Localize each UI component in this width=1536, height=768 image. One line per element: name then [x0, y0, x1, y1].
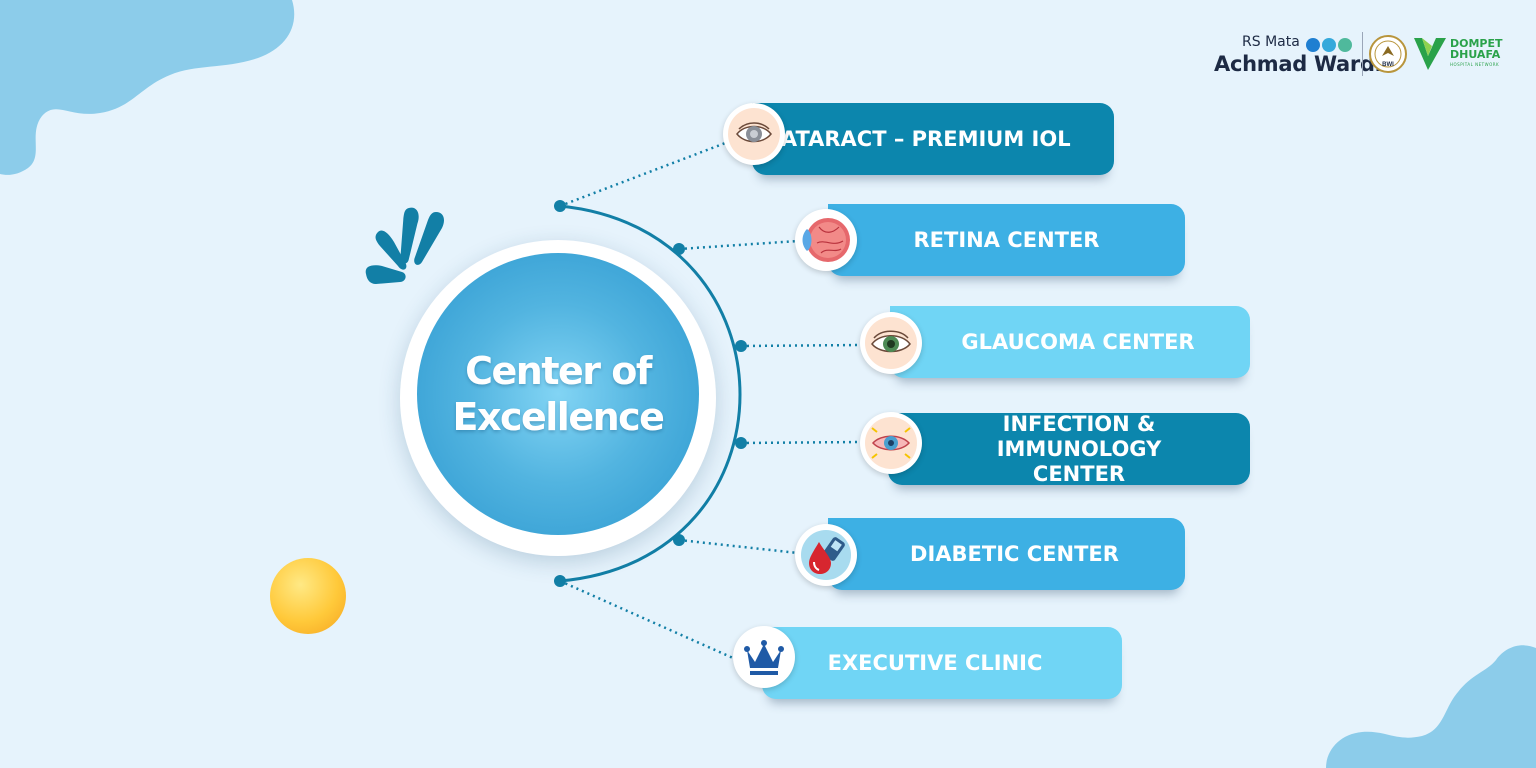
eye-cataract-icon: [723, 103, 785, 165]
connector-line-1: [559, 140, 729, 208]
service-label-diabetic: DIABETIC CENTER: [910, 541, 1119, 566]
service-bar-cataract[interactable]: CATARACT – PREMIUM IOL: [752, 103, 1114, 175]
logo-achmad-wardi: Achmad Wardi: [1214, 52, 1382, 76]
eye-glaucoma-icon: [860, 312, 922, 374]
connector-line-5: [678, 538, 799, 555]
retina-icon: [795, 209, 857, 271]
service-bar-infection[interactable]: INFECTION & IMMUNOLOGY CENTER: [888, 411, 1250, 486]
center-circle: Center of Excellence: [417, 253, 699, 535]
service-label-infection: INFECTION & IMMUNOLOGY CENTER: [996, 411, 1162, 486]
background-blob-top-left: [0, 0, 295, 175]
background-blob-bottom-right: [1326, 645, 1536, 768]
service-label-executive: EXECUTIVE CLINIC: [827, 650, 1043, 675]
service-bar-diabetic[interactable]: DIABETIC CENTER: [828, 518, 1185, 590]
service-label-cataract: CATARACT – PREMIUM IOL: [765, 126, 1071, 151]
connector-dot-3: [735, 340, 747, 352]
dompet-dhuafa-mark-icon: [1414, 38, 1446, 70]
service-bar-executive[interactable]: EXECUTIVE CLINIC: [762, 627, 1122, 699]
service-bar-glaucoma[interactable]: GLAUCOMA CENTER: [890, 306, 1250, 378]
dompet-dhuafa-text: DOMPET DHUAFA: [1450, 38, 1503, 60]
sun-decoration: [270, 558, 346, 634]
connector-dot-4: [735, 437, 747, 449]
connector-dot-1: [554, 200, 566, 212]
connector-line-3: [740, 343, 863, 348]
dd-line2: DHUAFA: [1450, 48, 1501, 61]
dd-line1: DOMPET: [1450, 37, 1503, 50]
connector-arc: [559, 204, 742, 583]
connector-dot-2: [673, 243, 685, 255]
service-label-glaucoma: GLAUCOMA CENTER: [961, 329, 1195, 354]
logo-divider: [1362, 32, 1363, 76]
service-bar-retina[interactable]: RETINA CENTER: [828, 204, 1185, 276]
logo-dots-icon: [1306, 38, 1352, 52]
crown-icon: [733, 626, 795, 688]
connector-line-4: [740, 440, 863, 445]
red-eye-icon: [860, 412, 922, 474]
burst-decoration-icon: [365, 207, 444, 284]
connector-line-6: [559, 579, 734, 660]
connector-dot-6: [554, 575, 566, 587]
center-title: Center of Excellence: [452, 349, 665, 439]
dd-subtitle: HOSPITAL NETWORK: [1450, 62, 1500, 67]
connector-line-2: [678, 239, 799, 251]
service-label-retina: RETINA CENTER: [913, 227, 1100, 252]
bwi-emblem-text: BWI: [1382, 62, 1394, 68]
bwi-emblem-icon: BWI: [1369, 35, 1407, 73]
hospital-logo: RS Mata Achmad Wardi BWI DOMPET DHUAFA H…: [1212, 30, 1512, 80]
logo-rs-mata: RS Mata: [1242, 34, 1300, 50]
blood-drop-icon: [795, 524, 857, 586]
connector-dot-5: [673, 534, 685, 546]
